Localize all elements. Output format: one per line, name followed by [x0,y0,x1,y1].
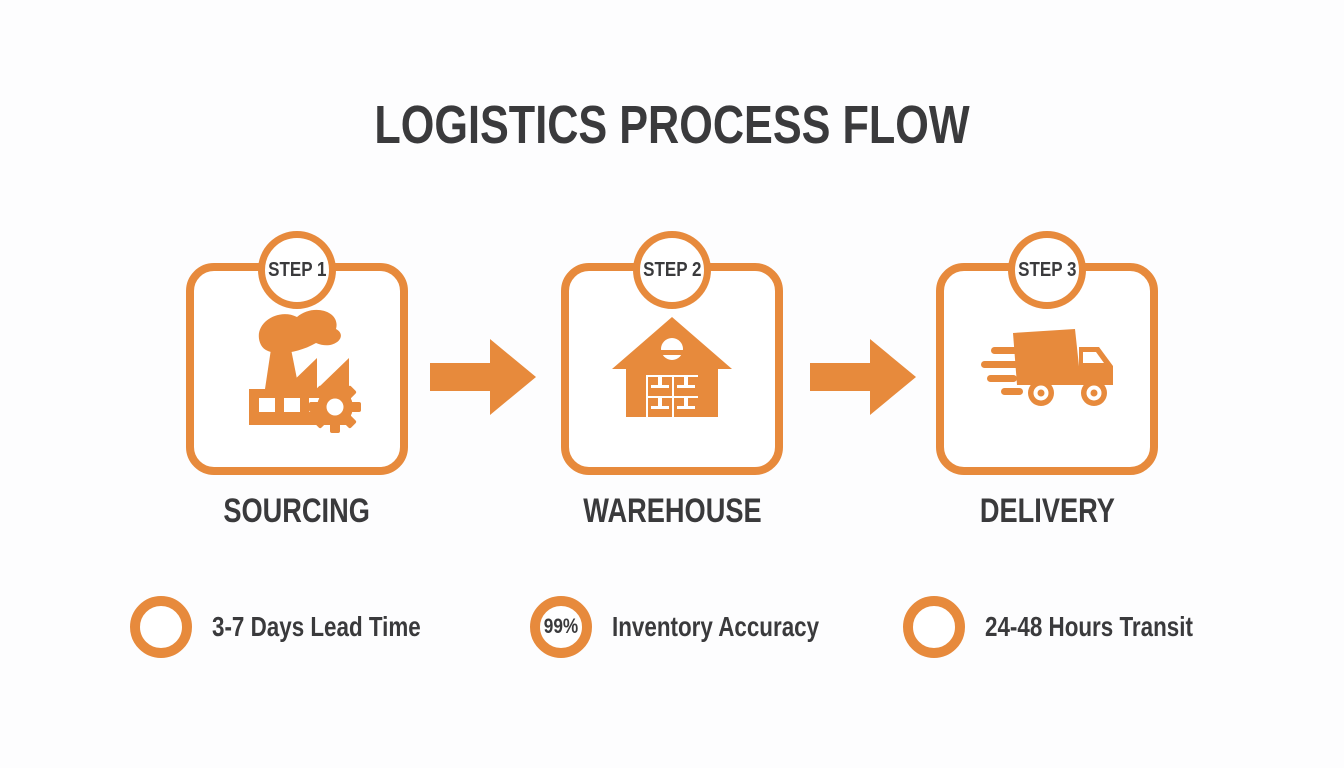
stat-label: 3-7 Days Lead Time [212,611,421,642]
ring-icon [130,596,192,658]
stat-inventory-accuracy: 99% Inventory Accuracy [530,596,871,658]
step-label-warehouse: WAREHOUSE [561,492,783,531]
stat-ring-value: 99% [543,615,579,638]
step-badge-3: STEP 3 [1008,231,1086,309]
warehouse-icon [569,271,775,467]
step-label-sourcing: SOURCING [186,492,408,531]
stat-label: Inventory Accuracy [612,611,820,642]
ring-icon [903,596,965,658]
step-badge-label: STEP 1 [267,258,327,281]
ring-icon: 99% [530,596,592,658]
stat-label: 24-48 Hours Transit [985,611,1193,642]
page-title: LOGISTICS PROCESS FLOW [374,95,970,155]
stat-transit-time: 24-48 Hours Transit [903,596,1245,658]
flow-arrow-icon [430,339,536,420]
step-label-text: WAREHOUSE [583,492,762,530]
step-badge-label: STEP 3 [1017,258,1077,281]
factory-icon [194,271,400,467]
flow-arrow-icon [810,339,916,420]
step-label-delivery: DELIVERY [936,492,1158,531]
step-badge-1: STEP 1 [258,231,336,309]
step-badge-label: STEP 2 [642,258,702,281]
step-box-sourcing: STEP 1 [186,231,408,475]
stat-lead-time: 3-7 Days Lead Time [130,596,473,658]
step-box-delivery: STEP 3 [936,231,1158,475]
delivery-truck-icon [944,271,1150,467]
step-box-warehouse: STEP 2 [561,231,783,475]
step-label-text: SOURCING [223,492,371,530]
step-badge-2: STEP 2 [633,231,711,309]
title-container: LOGISTICS PROCESS FLOW [0,98,1344,152]
step-label-text: DELIVERY [979,492,1115,530]
